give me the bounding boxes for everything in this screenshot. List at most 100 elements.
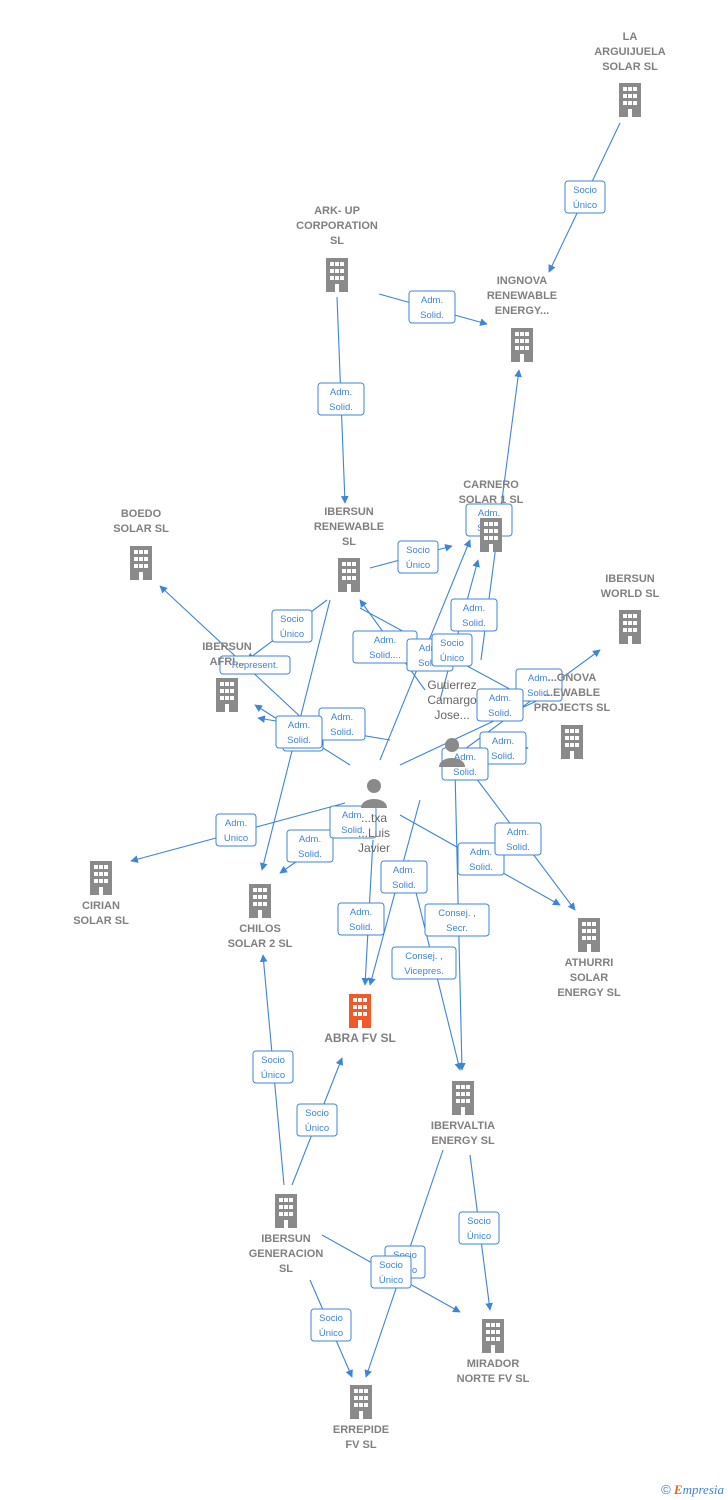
building-icon [561, 725, 583, 759]
edge-label-text: Solid. [527, 688, 551, 699]
edge-label[interactable]: Adm.Solid. [317, 382, 365, 416]
edge-label[interactable]: Adm.Solid. [515, 668, 563, 702]
node-label-line: BOEDO [121, 508, 162, 520]
edge-label[interactable]: Adm.Solid. [380, 860, 428, 894]
node-label-line: CARNERO [463, 479, 519, 491]
edge-label[interactable]: Adm.Solid. [318, 707, 366, 741]
edge-labels: SocioÚnicoAdm.Solid.Adm.Solid.Adm.Solid.… [215, 180, 606, 1342]
edge-label-text: Socio [305, 1108, 329, 1119]
node-label-line: Javier [358, 841, 390, 855]
node-ingnova-renewable[interactable]: INGNOVARENEWABLEENERGY... [487, 275, 557, 362]
edge-label-text: Socio [379, 1260, 403, 1271]
edge-label[interactable]: Consej. ,Secr. [424, 903, 490, 937]
edge-label-text: Solid. [506, 842, 530, 853]
node-label-line: INGNOVA [497, 275, 548, 287]
node-label-line: SOLAR 1 SL [459, 494, 524, 506]
edge-label-text: Represent. [232, 660, 278, 671]
edge-label-text: Único [467, 1231, 491, 1242]
node-label-line: CIRIAN [82, 900, 120, 912]
edge-label[interactable]: Adm.Solid. [441, 747, 489, 781]
node-label-line: SL [279, 1263, 293, 1275]
node-carnero-solar[interactable]: CARNERO SOLAR 1 SL [459, 479, 524, 552]
edge-label[interactable]: Adm. Solid. [494, 822, 542, 856]
edge-label[interactable]: Adm.Solid. [450, 598, 498, 632]
building-icon [482, 1319, 504, 1353]
building-icon [511, 328, 533, 362]
edge-label[interactable]: Represent. [219, 655, 291, 675]
building-icon [619, 83, 641, 117]
node-label-line: IBERSUN [202, 641, 252, 653]
node-ibersun-renewable[interactable]: IBERSUN RENEWABLE SL [314, 506, 384, 592]
node-label-line: IBERSUN [324, 506, 374, 518]
building-icon [130, 546, 152, 580]
building-icon [216, 678, 238, 712]
building-icon [619, 610, 641, 644]
edge-label-text: Socio [467, 1216, 491, 1227]
edge-label-text: Secr. [446, 923, 468, 934]
node-label-line: ENERGY... [495, 305, 549, 317]
edge-label-text: Solid. [418, 658, 442, 669]
node-label-line: LA [623, 31, 638, 43]
edge-label-text: Adm. [463, 603, 485, 614]
edge-line [449, 649, 601, 761]
node-label-line: RENEWABLE [314, 521, 384, 533]
node-gutierrez[interactable]: GutierrezCamargoJose... [427, 678, 477, 767]
edge-label[interactable]: Adm.Solid. [337, 902, 385, 936]
edge-label[interactable]: Adm.Solid. [329, 805, 377, 839]
edge-label-text: Adm. [374, 635, 396, 646]
node-label-line: SOLAR [570, 972, 609, 984]
node-label-line: ENERGY SL [431, 1135, 495, 1147]
brand-name: mpresia [682, 1482, 724, 1497]
node-label-line: IBERSUN [605, 573, 655, 585]
node-ibersun-africa[interactable]: IBERSUNAFRI... [202, 641, 252, 712]
brand-footer[interactable]: © Empresia [661, 1482, 724, 1498]
edge-label[interactable]: Adm.Solid. [408, 290, 456, 324]
node-label-line: SL [342, 536, 356, 548]
edge-line [399, 689, 561, 766]
edge-label-text: Vicepres. [404, 966, 443, 977]
edge-label-text: Adm. [421, 295, 443, 306]
node-label-line: ERREPIDE [333, 1424, 389, 1436]
edge-label-text: Solid. [392, 880, 416, 891]
edge-label-text: Solid. [287, 735, 311, 746]
edge-label-text: Adm. [507, 827, 529, 838]
edge-label[interactable]: Adm.Solid. [457, 842, 505, 876]
edge-label[interactable]: Adm.Solid. [476, 688, 524, 722]
edge-label-text: Solid. [349, 922, 373, 933]
edge-label[interactable]: Adm.Solid. [286, 829, 334, 863]
node-abra-fv[interactable]: ABRA FV SL [324, 994, 396, 1045]
node-label-line: ENERGY SL [557, 987, 621, 999]
edge-label[interactable]: Adm.Solid. [275, 715, 323, 749]
node-label-line: GENERACION [249, 1248, 324, 1260]
edge-label-text: Solid. [341, 825, 365, 836]
edge-label[interactable]: Consej. ,Vicepres. [391, 946, 457, 980]
edge-label-text: Socio [406, 545, 430, 556]
edge-label[interactable]: Adm.Unico [215, 813, 257, 847]
building-icon [480, 518, 502, 552]
edge-label-text: Único [573, 200, 597, 211]
building-icon [338, 558, 360, 592]
